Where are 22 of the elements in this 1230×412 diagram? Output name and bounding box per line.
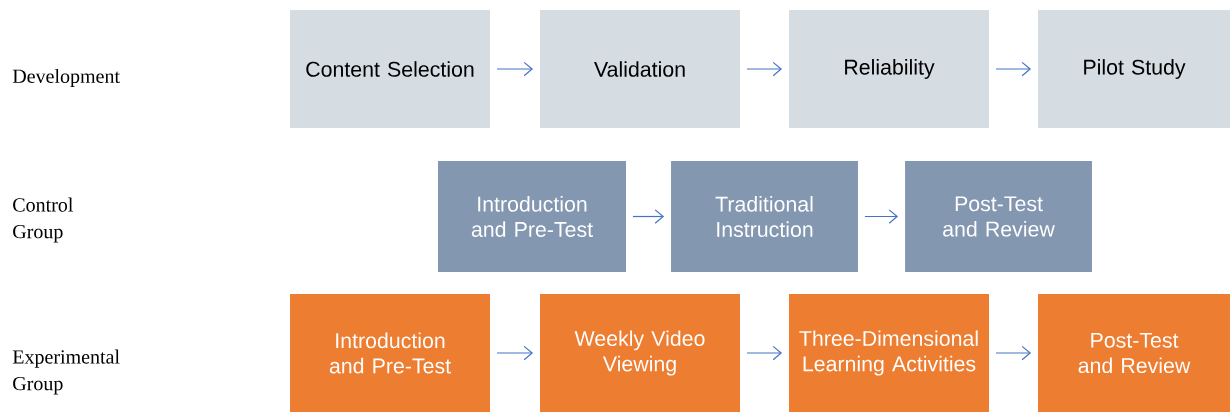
arrow bbox=[746, 61, 783, 77]
arrow bbox=[995, 345, 1032, 361]
process-box: Reliability bbox=[789, 10, 989, 128]
row-label: Control Group bbox=[13, 197, 73, 243]
arrow bbox=[496, 61, 534, 77]
arrow bbox=[632, 209, 665, 224]
process-box: Pilot Study bbox=[1038, 10, 1230, 128]
process-box: Post-Test and Review bbox=[905, 161, 1092, 272]
arrow bbox=[746, 345, 783, 361]
process-box: Introduction and Pre-Test bbox=[438, 161, 626, 272]
arrow bbox=[995, 61, 1032, 77]
process-box: Introduction and Pre-Test bbox=[290, 294, 490, 412]
process-box: Traditional Instruction bbox=[671, 161, 858, 272]
row-label: Development bbox=[12, 68, 120, 88]
process-box: Three-Dimensional Learning Activities bbox=[789, 294, 989, 412]
process-box: Content Selection bbox=[290, 10, 490, 128]
process-box: Post-Test and Review bbox=[1038, 294, 1230, 412]
process-box: Validation bbox=[540, 10, 740, 128]
row-label: Experimental Group bbox=[12, 349, 120, 395]
process-box: Weekly Video Viewing bbox=[540, 294, 740, 412]
arrow bbox=[864, 209, 899, 224]
arrow bbox=[496, 345, 534, 361]
